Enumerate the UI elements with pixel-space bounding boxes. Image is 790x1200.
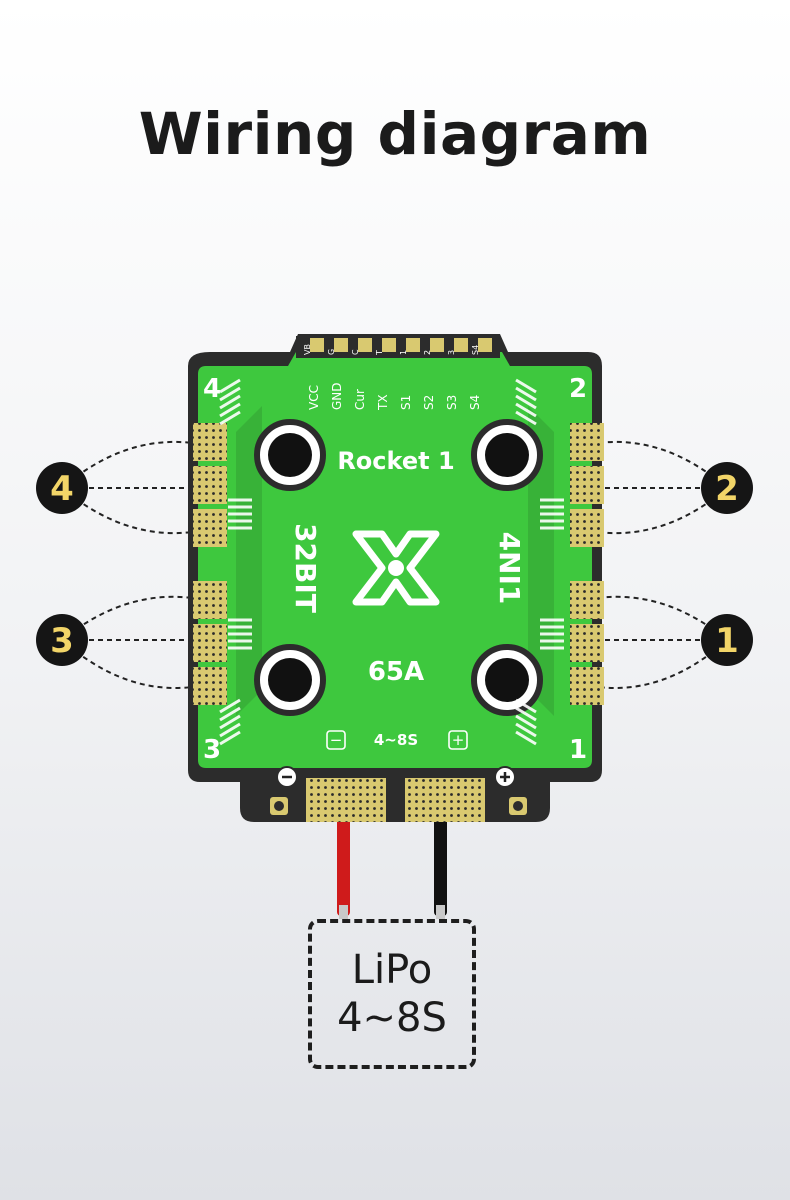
red-battery-wire	[337, 808, 350, 916]
signal-label: S4	[468, 395, 482, 410]
header-pin	[430, 338, 444, 352]
board-minus-label: −	[330, 731, 343, 749]
signal-label: S2	[422, 395, 436, 410]
motor-solder-pad	[193, 581, 227, 619]
board-side-right: 4NI1	[493, 532, 526, 605]
motor-solder-pad	[570, 466, 604, 504]
lipo-battery-box: LiPo 4~8S	[308, 919, 476, 1069]
header-pin	[382, 338, 396, 352]
header-pin-label: G	[327, 349, 336, 355]
board-plus-box	[448, 730, 468, 750]
motor-solder-pad	[570, 509, 604, 547]
motor-pads	[193, 423, 604, 705]
header-pin-label: C	[351, 349, 360, 355]
motor-solder-pad	[570, 423, 604, 461]
signal-label: S1	[399, 395, 413, 410]
header-pin	[478, 338, 492, 352]
motor-number: 2	[715, 469, 739, 509]
motor-solder-pad	[570, 581, 604, 619]
corner-number: 1	[569, 735, 587, 765]
black-battery-wire	[434, 808, 447, 916]
motor-badge-2: 2	[701, 462, 753, 514]
board-voltage: 4~8S	[374, 731, 418, 749]
header-pin-label: 2	[423, 350, 432, 355]
battery-pad-negative	[306, 778, 386, 822]
header-pin	[334, 338, 348, 352]
motor-solder-pad	[570, 667, 604, 705]
battery-label: LiPo	[351, 947, 433, 993]
signal-label: Cur	[353, 389, 367, 410]
board-name: Rocket 1	[337, 447, 454, 475]
header-pin	[454, 338, 468, 352]
mounting-holes	[254, 419, 543, 716]
signal-header: VB G C T 1 2 3 S4	[296, 336, 500, 358]
signal-label: TX	[376, 394, 390, 411]
battery-pad-positive	[405, 778, 485, 822]
motor-solder-pad	[193, 667, 227, 705]
brand-logo	[352, 530, 440, 606]
page-title: Wiring diagram	[138, 100, 652, 168]
motor-solder-pad	[570, 624, 604, 662]
battery-cell-count: 4~8S	[337, 995, 447, 1041]
motor-number: 4	[50, 469, 74, 509]
header-pin-label: T	[375, 350, 384, 356]
corner-number: 3	[203, 735, 221, 765]
board-side-left: 32BIT	[289, 523, 322, 613]
header-pin	[310, 338, 324, 352]
motor-solder-pad	[193, 624, 227, 662]
board-plus-label: +	[452, 731, 465, 749]
header-pin-label: 3	[447, 350, 456, 355]
motor-number: 3	[50, 621, 74, 661]
motor-badge-1: 1	[701, 614, 753, 666]
corner-number: 2	[569, 374, 587, 404]
motor-badge-4: 4	[36, 462, 88, 514]
corner-number: 4	[203, 374, 221, 404]
motor-badge-3: 3	[36, 614, 88, 666]
signal-label: GND	[330, 382, 344, 410]
motor-solder-pad	[193, 423, 227, 461]
signal-label: VCC	[307, 385, 321, 410]
signal-label: S3	[445, 395, 459, 410]
board-minus-box	[326, 730, 346, 750]
header-pin-label: S4	[471, 345, 480, 355]
header-pin-label: VB	[303, 344, 312, 355]
header-pin	[406, 338, 420, 352]
motor-solder-pad	[193, 466, 227, 504]
board-current: 65A	[368, 657, 424, 687]
header-pin	[358, 338, 372, 352]
header-pin-label: 1	[399, 350, 408, 355]
motor-number: 1	[715, 621, 739, 661]
motor-solder-pad	[193, 509, 227, 547]
